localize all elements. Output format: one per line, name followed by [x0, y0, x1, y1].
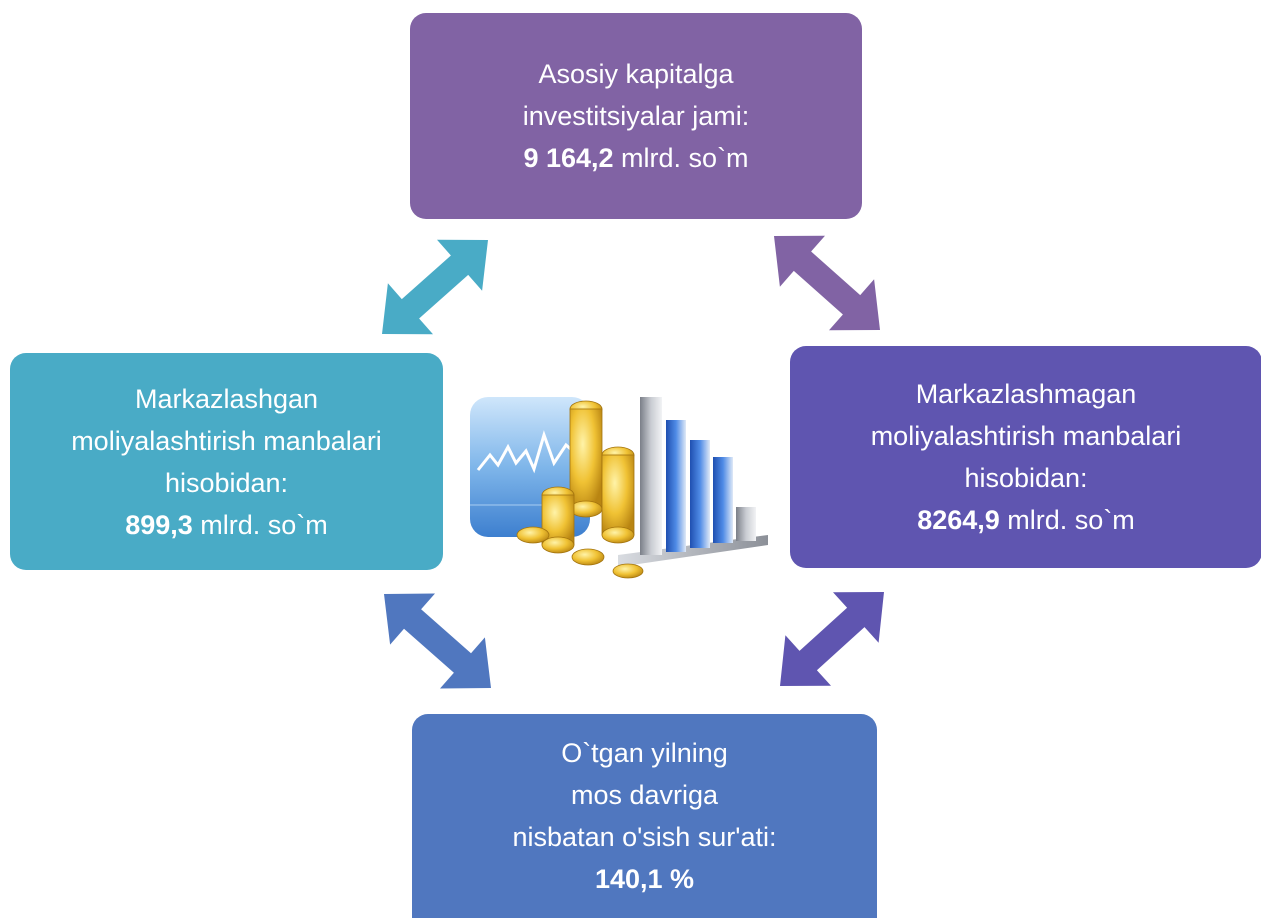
centralized-sources-box: Markazlashgan moliyalashtirish manbalari…: [10, 353, 443, 570]
growth-title-line2: mos davriga: [570, 780, 719, 810]
decentralized-sources-box: Markazlashmagan moliyalashtirish manbala…: [790, 346, 1261, 568]
growth-value: 140,1 %: [594, 864, 695, 894]
growth-title-line1: O`tgan yilning: [561, 738, 728, 768]
decentralized-title-line1: Markazlashmagan: [915, 379, 1137, 409]
total-investment-amount: 9 164,2 mlrd. so`m: [523, 137, 750, 179]
arrow-top-left: [382, 239, 488, 335]
decentralized-unit: mlrd. so`m: [999, 505, 1135, 535]
arrow-top-right: [774, 235, 880, 331]
growth-amount: 140,1 %: [513, 858, 777, 900]
decentralized-amount: 8264,9 mlrd. so`m: [871, 499, 1182, 541]
centralized-title-line1: Markazlashgan: [134, 383, 319, 414]
decentralized-value: 8264,9: [917, 505, 1000, 535]
finance-chart-coins-icon: [470, 397, 768, 579]
arrow-bl-shape: [384, 593, 491, 689]
total-investment-unit: mlrd. so`m: [613, 143, 749, 173]
decentralized-title-line3: hisobidan:: [964, 463, 1088, 493]
arrow-tr-shape: [774, 235, 880, 331]
centralized-title-line3: hisobidan:: [164, 467, 289, 498]
arrow-br-shape: [780, 592, 884, 686]
total-investment-box: Asosiy kapitalga investitsiyalar jami: 9…: [410, 13, 862, 219]
growth-rate-box: O`tgan yilning mos davriga nisbatan o'si…: [412, 714, 877, 918]
growth-title-line3: nisbatan o'sish sur'ati:: [512, 822, 777, 852]
centralized-unit: mlrd. so`m: [192, 509, 328, 540]
arrow-bottom-right: [780, 592, 884, 686]
centralized-title-line2: moliyalashtirish manbalari: [71, 425, 382, 456]
centralized-amount: 899,3 mlrd. so`m: [71, 504, 382, 546]
total-investment-title-line2: investitsiyalar jami:: [522, 101, 750, 131]
total-investment-value: 9 164,2: [523, 143, 614, 173]
total-investment-title-line1: Asosiy kapitalga: [538, 59, 734, 89]
decentralized-title-line2: moliyalashtirish manbalari: [870, 421, 1182, 451]
arrow-bottom-left: [384, 593, 491, 689]
arrow-tl-shape: [382, 239, 488, 335]
centralized-value: 899,3: [125, 509, 193, 540]
